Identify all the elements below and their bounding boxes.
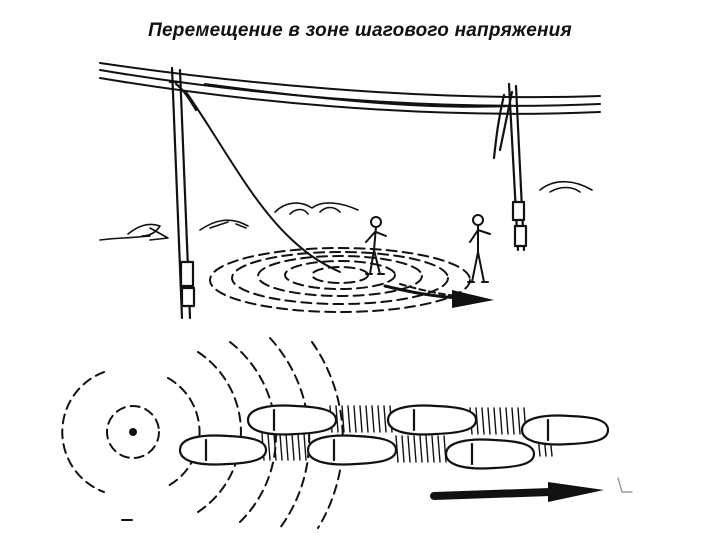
footprint (520, 414, 610, 446)
footprint (246, 404, 338, 436)
fallen-wire (185, 91, 341, 273)
footprints-shuffle (178, 404, 610, 470)
top-scene (99, 62, 601, 320)
stray-mark (617, 477, 633, 493)
footprint (178, 434, 268, 466)
person-right (467, 214, 491, 283)
footprint (444, 438, 536, 470)
right-pole (492, 82, 528, 252)
left-pole (168, 66, 198, 320)
footprint (386, 404, 478, 436)
bottom-scene (61, 337, 633, 529)
page-title: Перемещение в зоне шагового напряжения (148, 20, 572, 41)
direction-arrow-bottom (430, 482, 604, 502)
direction-arrow-top (383, 283, 494, 308)
ground-fault-circles (209, 247, 471, 313)
power-line-wires (99, 62, 601, 115)
footprint (306, 434, 398, 466)
person-left (365, 216, 387, 275)
fault-point (129, 428, 137, 436)
ground-sketch (99, 180, 593, 241)
voltage-circles (61, 337, 344, 529)
